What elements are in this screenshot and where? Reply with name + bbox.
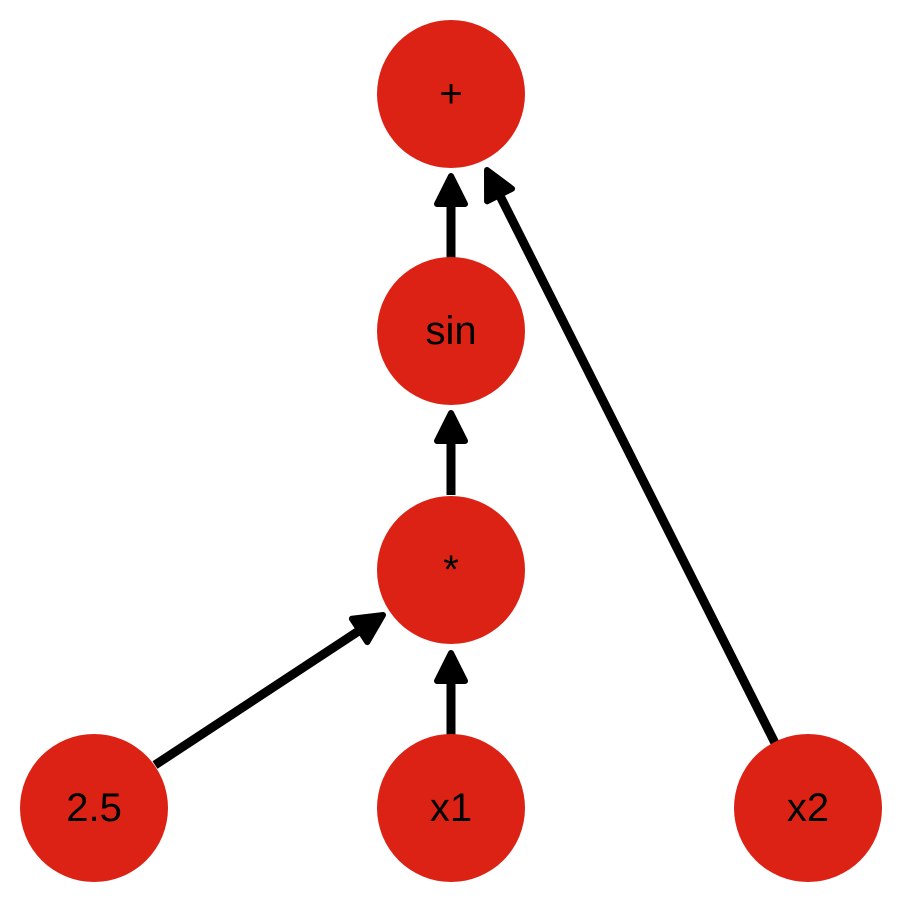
edge-x1-to-mul	[434, 650, 468, 735]
arrowhead-icon	[434, 650, 468, 684]
arrowhead-icon	[484, 167, 516, 205]
arrowhead-icon	[348, 612, 386, 646]
node-x2: x2	[734, 734, 882, 882]
edge-mul-to-sin	[434, 410, 468, 495]
node-sin: sin	[377, 257, 525, 405]
edge-sin-to-plus	[434, 173, 468, 258]
edge-c25-to-mul	[152, 612, 386, 769]
node-constant-2-5: 2.5	[20, 734, 168, 882]
node-label: x1	[430, 786, 472, 830]
node-label: x2	[787, 786, 829, 830]
node-label: 2.5	[66, 786, 122, 830]
node-label: *	[443, 548, 459, 592]
edge-line	[152, 624, 366, 769]
node-label: +	[439, 72, 462, 116]
node-multiply: *	[377, 496, 525, 644]
arrowhead-icon	[434, 173, 468, 207]
edge-line	[493, 189, 780, 746]
node-label: sin	[425, 309, 476, 353]
node-plus: +	[377, 20, 525, 168]
node-x1: x1	[377, 734, 525, 882]
edge-x2-to-plus	[484, 167, 780, 746]
arrowhead-icon	[434, 410, 468, 444]
